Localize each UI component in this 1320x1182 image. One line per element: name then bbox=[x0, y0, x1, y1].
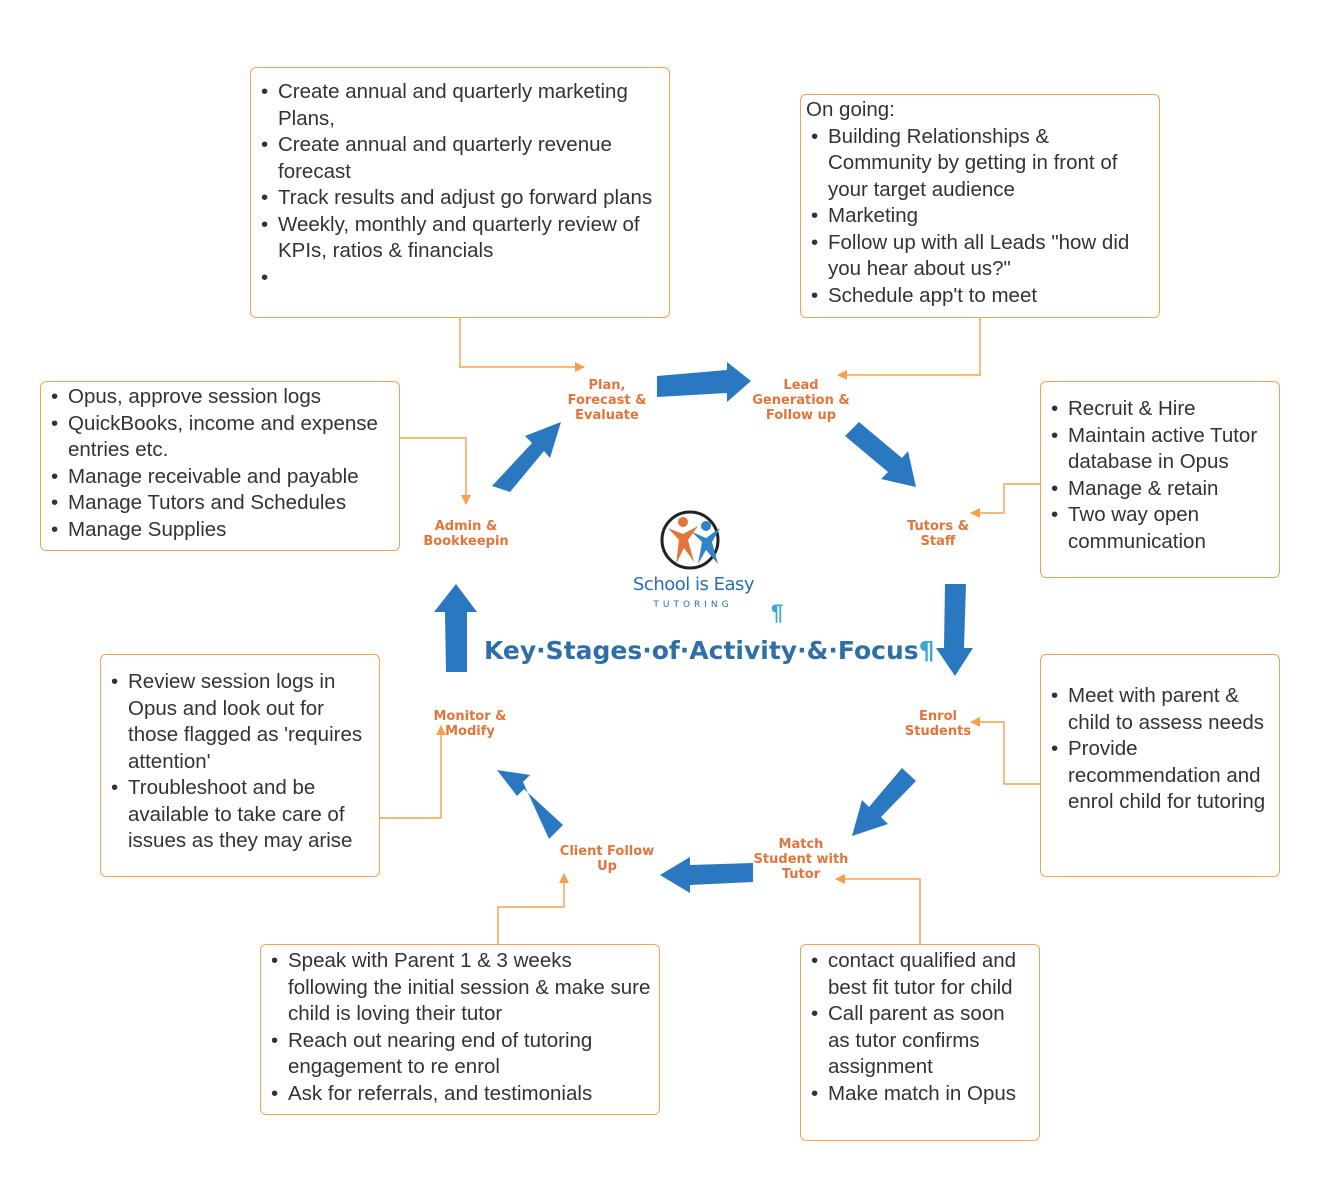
connector-tutors bbox=[970, 483, 1040, 518]
cycle-arrow-admin-to-plan bbox=[492, 422, 561, 492]
box-lead-list: Building Relationships & Community by ge… bbox=[811, 124, 1151, 310]
list-item: QuickBooks, income and expense entries e… bbox=[51, 411, 391, 464]
list-item: Make match in Opus bbox=[811, 1081, 1031, 1108]
center-title-pilcrow: ¶ bbox=[918, 636, 935, 665]
list-item: Building Relationships & Community by ge… bbox=[811, 124, 1151, 204]
box-plan-list: Create annual and quarterly marketing Pl… bbox=[261, 79, 661, 291]
list-item: Meet with parent & child to assess needs bbox=[1051, 683, 1271, 736]
connector-lead bbox=[837, 318, 981, 380]
box-match: contact qualified and best fit tutor for… bbox=[800, 944, 1040, 1141]
list-item: Track results and adjust go forward plan… bbox=[261, 185, 661, 212]
center-title: Key·Stages·of·Activity·&·Focus¶ bbox=[484, 636, 935, 665]
cycle-arrow-monitor-to-admin bbox=[434, 584, 477, 672]
list-item: Recruit & Hire bbox=[1051, 396, 1271, 423]
list-item: Speak with Parent 1 & 3 weeks following … bbox=[271, 948, 651, 1028]
box-match-list: contact qualified and best fit tutor for… bbox=[811, 948, 1031, 1107]
list-item: Follow up with all Leads "how did you he… bbox=[811, 230, 1151, 283]
box-client: Speak with Parent 1 & 3 weeks following … bbox=[260, 944, 660, 1115]
list-item: Create annual and quarterly marketing Pl… bbox=[261, 79, 661, 132]
connector-plan bbox=[459, 318, 585, 372]
list-item: Create annual and quarterly revenue fore… bbox=[261, 132, 661, 185]
box-tutors-list: Recruit & Hire Maintain active Tutor dat… bbox=[1051, 396, 1271, 555]
list-item: Manage Supplies bbox=[51, 517, 391, 544]
box-lead: On going: Building Relationships & Commu… bbox=[800, 94, 1160, 318]
box-tutors: Recruit & Hire Maintain active Tutor dat… bbox=[1040, 381, 1280, 578]
stage-label-enrol: Enrol Students bbox=[904, 709, 972, 739]
cycle-arrow-tutors-to-enrol bbox=[936, 584, 973, 676]
list-item: Reach out nearing end of tutoring engage… bbox=[271, 1028, 651, 1081]
connector-monitor bbox=[380, 725, 446, 819]
list-item: Provide recommendation and enrol child f… bbox=[1051, 736, 1271, 816]
box-monitor: Review session logs in Opus and look out… bbox=[100, 654, 380, 877]
stage-label-plan: Plan, Forecast & Evaluate bbox=[567, 378, 647, 423]
box-admin: Opus, approve session logs QuickBooks, i… bbox=[40, 381, 400, 551]
logo-pilcrow: ¶ bbox=[771, 600, 784, 625]
cycle-arrow-lead-to-tutors bbox=[845, 422, 916, 487]
center-title-text: Key·Stages·of·Activity·&·Focus bbox=[484, 636, 919, 665]
list-item: Schedule app't to meet bbox=[811, 283, 1151, 310]
logo-icon bbox=[660, 510, 720, 570]
cycle-arrows bbox=[434, 362, 973, 893]
box-client-list: Speak with Parent 1 & 3 weeks following … bbox=[271, 948, 651, 1107]
cycle-arrow-client-to-monitor bbox=[497, 770, 563, 839]
stage-label-admin: Admin & Bookkeepin bbox=[423, 519, 509, 549]
list-item: Manage receivable and payable bbox=[51, 464, 391, 491]
logo-name: School is Easy bbox=[633, 574, 755, 595]
cycle-arrow-plan-to-lead bbox=[657, 362, 751, 402]
stage-label-lead: Lead Generation & Follow up bbox=[752, 378, 850, 423]
stage-label-monitor: Monitor & Modify bbox=[433, 709, 507, 739]
list-item bbox=[261, 265, 661, 292]
list-item: Call parent as soon as tutor confirms as… bbox=[811, 1001, 1031, 1081]
list-item: Maintain active Tutor database in Opus bbox=[1051, 423, 1271, 476]
connector-match bbox=[835, 874, 921, 944]
cycle-arrow-enrol-to-match bbox=[852, 768, 916, 836]
connector-admin bbox=[400, 437, 471, 505]
logo-subtitle: TUTORING bbox=[653, 600, 733, 610]
list-item: Manage & retain bbox=[1051, 476, 1271, 503]
list-item: contact qualified and best fit tutor for… bbox=[811, 948, 1031, 1001]
cycle-arrow-match-to-client bbox=[660, 857, 753, 893]
connector-client bbox=[497, 873, 569, 944]
list-item: Marketing bbox=[811, 203, 1151, 230]
stage-label-tutors: Tutors & Staff bbox=[907, 519, 969, 549]
list-item: Troubleshoot and be available to take ca… bbox=[111, 775, 371, 855]
box-admin-list: Opus, approve session logs QuickBooks, i… bbox=[51, 384, 391, 543]
box-lead-heading: On going: bbox=[806, 98, 895, 121]
box-plan: Create annual and quarterly marketing Pl… bbox=[250, 67, 670, 318]
stage-label-match: Match Student with Tutor bbox=[753, 837, 849, 882]
box-monitor-list: Review session logs in Opus and look out… bbox=[111, 669, 371, 855]
box-enrol: Meet with parent & child to assess needs… bbox=[1040, 654, 1280, 877]
stage-label-client: Client Follow Up bbox=[559, 844, 655, 874]
list-item: Review session logs in Opus and look out… bbox=[111, 669, 371, 775]
list-item: Ask for referrals, and testimonials bbox=[271, 1081, 651, 1108]
list-item: Weekly, monthly and quarterly review of … bbox=[261, 212, 661, 265]
list-item: Opus, approve session logs bbox=[51, 384, 391, 411]
box-enrol-list: Meet with parent & child to assess needs… bbox=[1051, 683, 1271, 816]
list-item: Two way open communication bbox=[1051, 502, 1271, 555]
connector-enrol bbox=[970, 717, 1040, 785]
connectors bbox=[380, 318, 1040, 944]
list-item: Manage Tutors and Schedules bbox=[51, 490, 391, 517]
